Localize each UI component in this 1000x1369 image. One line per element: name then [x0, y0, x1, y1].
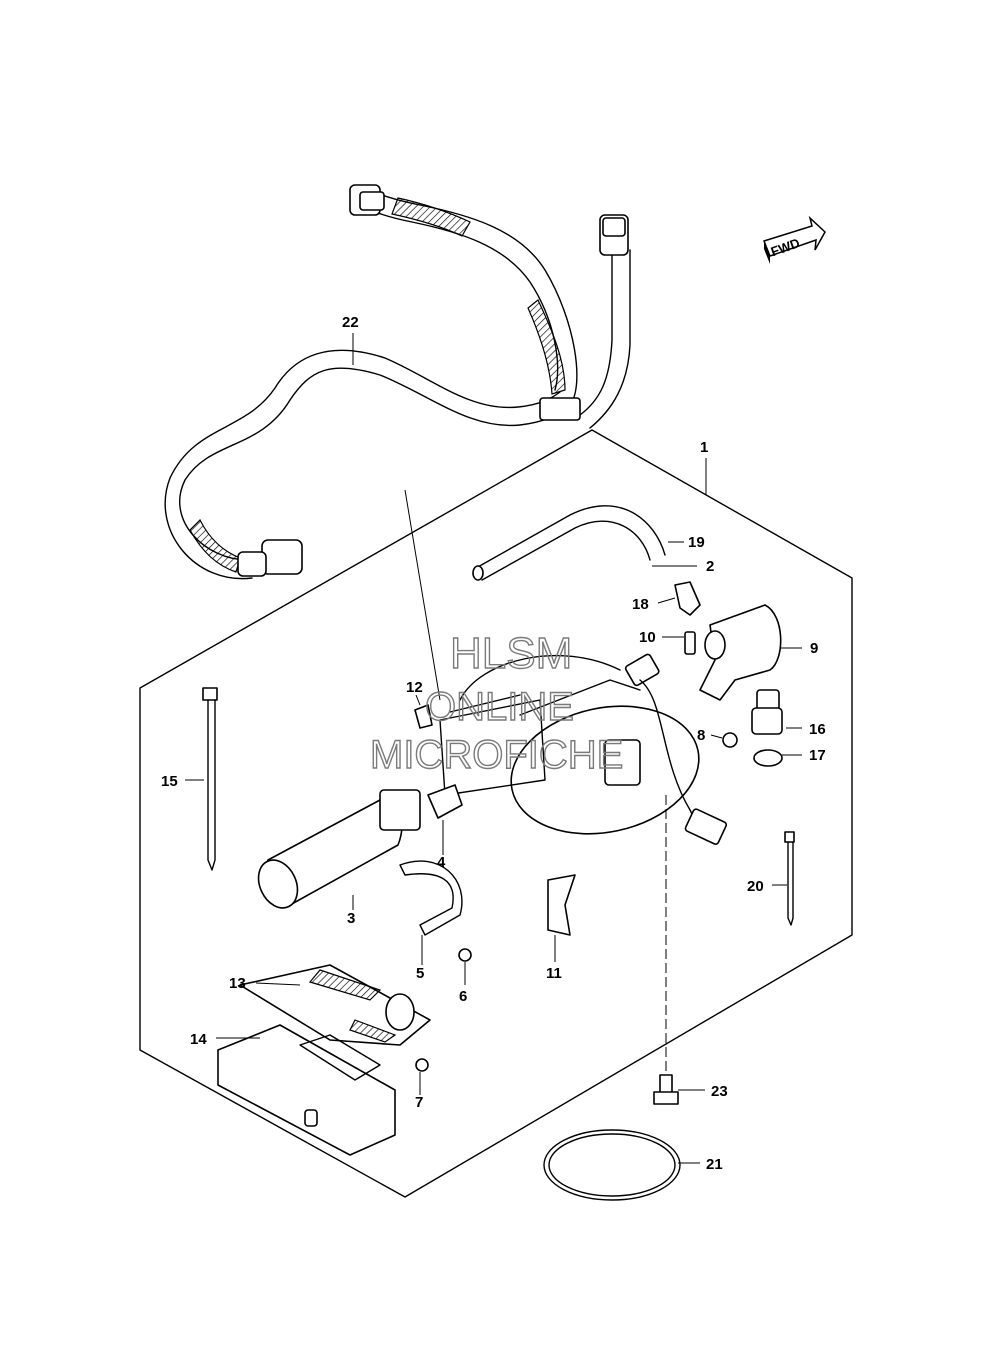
watermark-line2: ONLINE	[425, 685, 574, 729]
callout-20: 20	[747, 878, 764, 895]
callout-22: 22	[342, 314, 359, 331]
callout-16: 16	[809, 721, 826, 738]
grommet	[427, 784, 463, 819]
cable-tie-15	[202, 687, 218, 871]
assembly-outline	[139, 429, 853, 1198]
pump-flange	[439, 653, 728, 845]
callout-7: 7	[415, 1094, 423, 1111]
callout-14: 14	[190, 1031, 207, 1048]
callout-13: 13	[229, 975, 246, 992]
callout-3: 3	[347, 910, 355, 927]
clamp-12	[414, 704, 433, 729]
callout-2: 2	[706, 558, 714, 575]
callout-1: 1	[700, 439, 708, 456]
callout-6: 6	[459, 988, 467, 1005]
pump-clamp	[399, 860, 463, 936]
joint-18	[674, 581, 701, 616]
gasket	[543, 1129, 681, 1201]
bolt-10	[684, 631, 696, 655]
callout-9: 9	[810, 640, 818, 657]
pipe-fitting	[699, 604, 782, 701]
filter-16	[751, 689, 783, 735]
screw-6	[458, 948, 472, 962]
callout-21: 21	[706, 1156, 723, 1173]
callout-4: 4	[437, 854, 446, 871]
callout-8: 8	[697, 727, 705, 744]
callout-19: 19	[688, 534, 705, 551]
callout-23: 23	[711, 1083, 728, 1100]
fuel-pump	[257, 789, 421, 909]
fuel-filter	[239, 964, 431, 1046]
o-ring-8	[722, 732, 738, 748]
callouts: 1 2 3 4 5 6 7 8 9 10 11 12 13 14 15 16 1…	[161, 314, 826, 1173]
watermark: HLSM ONLINE MICROFICHE	[369, 628, 624, 777]
bracket	[547, 874, 576, 936]
screw-23	[653, 1074, 679, 1105]
cable-tie-20	[784, 831, 795, 926]
callout-15: 15	[161, 773, 178, 790]
callout-12: 12	[406, 679, 423, 696]
fuel-hose	[164, 184, 631, 580]
fwd-arrow-icon: FWD	[763, 215, 826, 264]
watermark-line3: MICROFICHE	[370, 733, 623, 777]
leader-lines	[185, 333, 802, 1164]
filter-case	[217, 1024, 396, 1156]
callout-17: 17	[809, 747, 826, 764]
watermark-line1: HLSM	[450, 629, 572, 678]
callout-5: 5	[416, 965, 424, 982]
washer-7	[415, 1058, 429, 1072]
small-hose	[472, 505, 666, 581]
callout-18: 18	[632, 596, 649, 613]
callout-11: 11	[546, 965, 562, 982]
callout-10: 10	[639, 629, 656, 646]
clip-17	[753, 749, 783, 767]
